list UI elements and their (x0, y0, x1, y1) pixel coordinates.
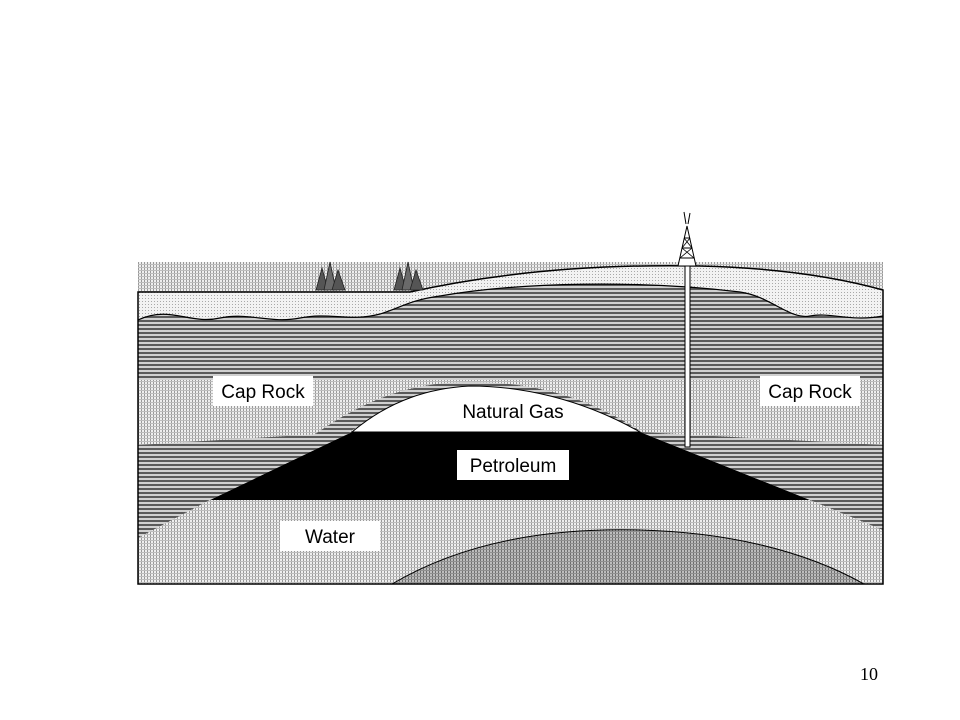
petroleum-label: Petroleum (457, 450, 569, 480)
cap-rock-right-text: Cap Rock (768, 382, 852, 403)
water-text: Water (305, 527, 356, 548)
wellbore (684, 261, 691, 448)
tree-icon (393, 261, 424, 291)
natural-gas-text: Natural Gas (462, 402, 563, 423)
surface-soil (138, 265, 883, 320)
upper-shale-layer (138, 284, 883, 380)
deep-rock-dome (391, 529, 866, 584)
oil-flank-left (138, 432, 352, 538)
cap-rock-right-label: Cap Rock (760, 376, 860, 406)
natural-gas-pocket (350, 385, 642, 433)
drilling-rig-icon (677, 211, 697, 267)
reservoir-rock-left (138, 500, 290, 560)
cap-rock-left-text: Cap Rock (221, 382, 305, 403)
cap-rock-left-label: Cap Rock (213, 376, 313, 406)
tree-icon (315, 261, 346, 291)
page-number: 10 (860, 664, 878, 684)
petroleum-text: Petroleum (470, 456, 557, 477)
water-label: Water (280, 521, 380, 551)
oil-flank-right (640, 432, 883, 530)
natural-gas-label: Natural Gas (462, 402, 563, 423)
